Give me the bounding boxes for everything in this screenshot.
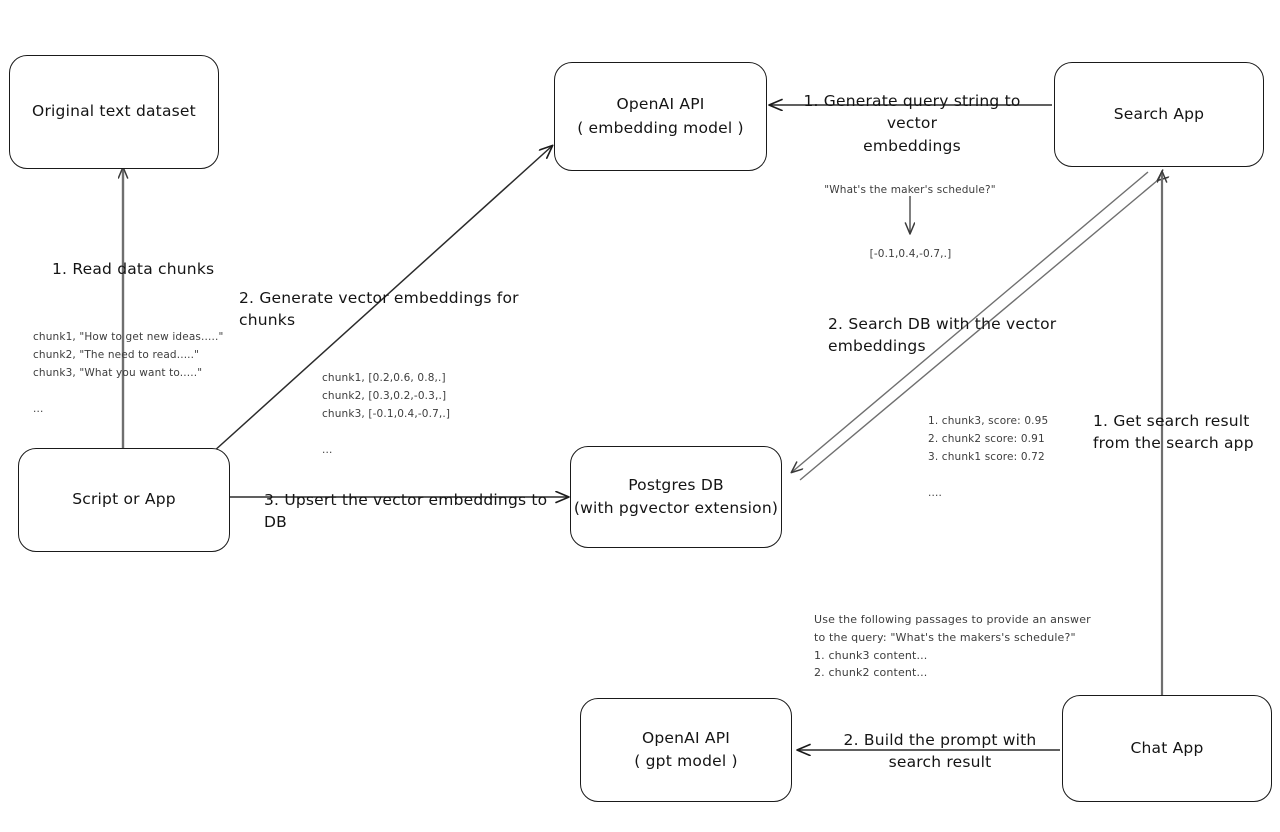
note-query-string: "What's the maker's schedule?"	[824, 184, 996, 196]
edge-label-build-prompt: 2. Build the prompt with search result	[843, 731, 1037, 772]
node-openai-embedding-api-label-2: ( embedding model )	[577, 118, 744, 137]
node-script-or-app-label: Script or App	[72, 490, 176, 509]
node-original-text-dataset-label: Original text dataset	[32, 102, 196, 121]
note-prompt-template: Use the following passages to provide an…	[814, 613, 1091, 680]
node-postgres-db-label-1: Postgres DB	[628, 475, 724, 494]
node-openai-embedding-api[interactable]: OpenAI API ( embedding model )	[554, 62, 767, 171]
node-openai-gpt-api-label-1: OpenAI API	[641, 728, 731, 747]
node-openai-gpt-api-label-2: ( gpt model )	[634, 752, 738, 770]
node-openai-embedding-api-label-1: OpenAI API	[616, 95, 705, 114]
node-original-text-dataset[interactable]: Original text dataset	[9, 55, 219, 169]
edge-label-search-db: 2. Search DB with the vector embeddings	[828, 315, 1057, 356]
note-chunk-embeddings: chunk1, [0.2,0.6, 0.8,.] chunk2, [0.3,0.…	[322, 372, 451, 457]
edge-label-generate-vector-embeddings: 2. Generate vector embeddings for chunks	[239, 289, 519, 330]
note-search-results: 1. chunk3, score: 0.95 2. chunk2 score: …	[928, 415, 1049, 500]
edge-label-upsert-to-db: 3. Upsert the vector embeddings to DB	[264, 491, 548, 532]
note-query-embedding: [-0.1,0.4,-0.7,.]	[869, 248, 952, 260]
node-openai-gpt-api[interactable]: OpenAI API ( gpt model )	[580, 698, 792, 802]
node-search-app[interactable]: Search App	[1054, 62, 1264, 167]
edge-label-generate-query-embeddings: 1. Generate query string to vector embed…	[803, 92, 1021, 155]
node-chat-app-label: Chat App	[1130, 738, 1204, 757]
node-chat-app[interactable]: Chat App	[1062, 695, 1272, 802]
node-postgres-db[interactable]: Postgres DB (with pgvector extension)	[570, 446, 782, 548]
node-postgres-db-label-2: (with pgvector extension)	[573, 499, 779, 517]
node-search-app-label: Search App	[1113, 104, 1205, 123]
edge-label-get-search-result: 1. Get search result from the search app	[1093, 412, 1254, 453]
note-source-chunks: chunk1, "How to get new ideas....." chun…	[33, 331, 224, 416]
node-script-or-app[interactable]: Script or App	[18, 448, 230, 552]
edge-label-read-data-chunks: 1. Read data chunks	[52, 260, 215, 278]
